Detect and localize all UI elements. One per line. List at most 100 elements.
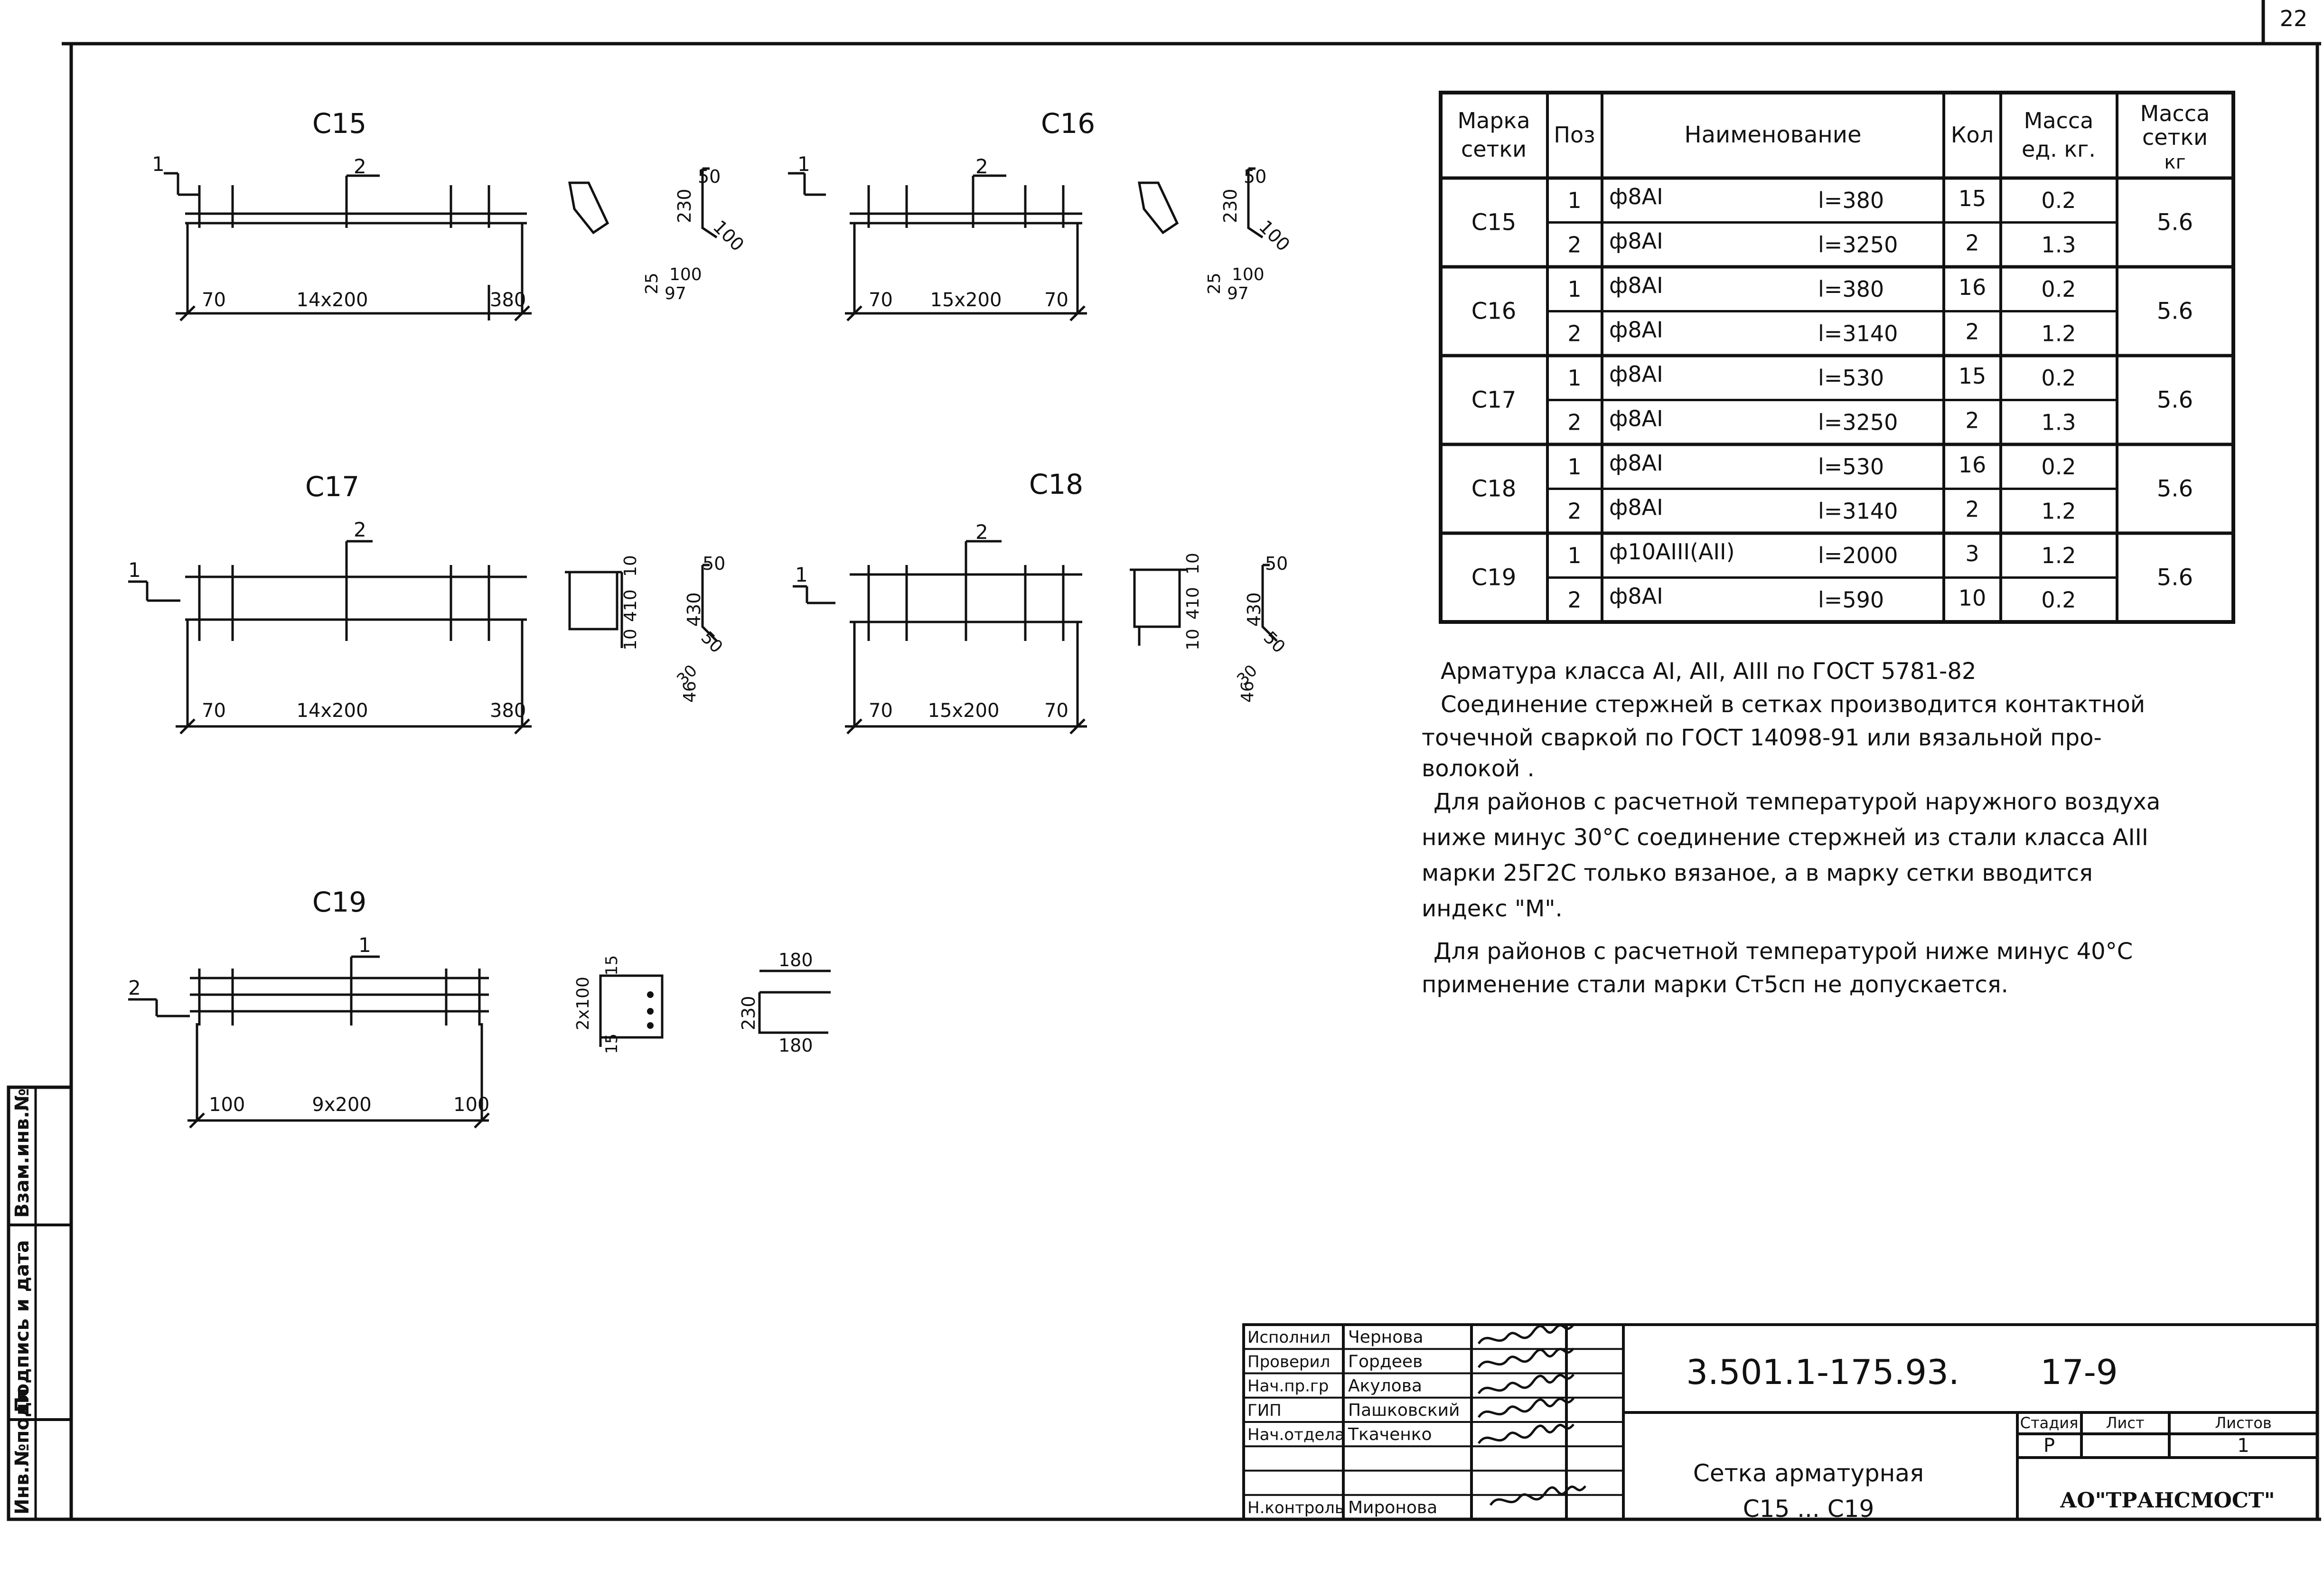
note-line: Для районов с расчетной температурой ниж… bbox=[1434, 938, 2133, 965]
table-cell-length: l=3140 bbox=[1818, 498, 1898, 524]
header-name: Наименование bbox=[1684, 122, 1861, 148]
doc-code: 3.501.1-175.93. bbox=[1686, 1352, 1959, 1392]
signoff-name: Гордеев bbox=[1348, 1352, 1423, 1371]
note-line: Для районов с расчетной температурой нар… bbox=[1434, 789, 2160, 815]
note-line: марки 25Г2С только вязаное, а в марку се… bbox=[1422, 860, 2093, 886]
signoff-role: Исполнил bbox=[1247, 1328, 1331, 1347]
note-line: ниже минус 30°С соединение стержней из с… bbox=[1422, 824, 2148, 851]
mesh-c19-pos1: 1 bbox=[358, 933, 371, 957]
note-line: применение стали марки Ст5сп не допускае… bbox=[1422, 971, 2008, 998]
header-qty: Кол bbox=[1951, 122, 1994, 148]
sheets-label: Листов bbox=[2215, 1414, 2272, 1432]
signoff-role: Нач.пр.гр bbox=[1247, 1377, 1329, 1396]
table-cell-mark: С15 bbox=[1471, 209, 1517, 236]
mesh-c16-title: С16 bbox=[1041, 107, 1095, 140]
table-cell-mesh-mass: 5.6 bbox=[2157, 387, 2193, 414]
signoff-name: Пашковский bbox=[1348, 1401, 1460, 1420]
mesh-c15: С15 1 2 70 14x200 380 50 230 100 25 100 … bbox=[152, 107, 748, 321]
mesh-c15-pos1: 1 bbox=[152, 152, 165, 176]
stamp-replace-label: Взам.инв.№ bbox=[11, 1088, 33, 1218]
mesh-c18-sec1-a: 10 bbox=[1183, 553, 1203, 574]
mesh-c15-sec2-a: 25 bbox=[642, 273, 662, 294]
table-cell-qty: 2 bbox=[1965, 319, 1979, 344]
table-cell-length: l=590 bbox=[1818, 587, 1884, 612]
mesh-c19-sec1-a: 2x100 bbox=[573, 977, 593, 1030]
spec-table: Марка сетки Поз Наименование Кол Масса е… bbox=[1439, 91, 2235, 624]
table-cell-mark: С18 bbox=[1471, 476, 1517, 502]
table-cell-name: ф8AI bbox=[1609, 361, 1663, 387]
table-cell-mesh-mass: 5.6 bbox=[2157, 209, 2193, 236]
table-cell-unit-mass: 1.3 bbox=[2041, 409, 2076, 435]
mesh-c18-title: С18 bbox=[1029, 468, 1083, 500]
table-cell-qty: 16 bbox=[1959, 452, 1987, 478]
mesh-c18-dim3: 70 bbox=[1044, 700, 1068, 722]
mesh-c18-pos1: 1 bbox=[795, 563, 808, 586]
table-cell-name: ф8AI bbox=[1609, 273, 1663, 298]
signoff-role: Нач.отдела bbox=[1247, 1425, 1345, 1444]
mesh-c17-sec2-d: 46 bbox=[680, 681, 700, 703]
table-cell-pos: 1 bbox=[1567, 543, 1581, 568]
table-cell-pos: 1 bbox=[1567, 276, 1581, 302]
signoff-name: Ткаченко bbox=[1348, 1425, 1432, 1444]
table-cell-name: ф8AI bbox=[1609, 450, 1663, 476]
mesh-c16-sec1-c: 100 bbox=[1255, 216, 1294, 255]
table-cell-unit-mass: 0.2 bbox=[2041, 188, 2076, 213]
table-cell-unit-mass: 1.2 bbox=[2041, 498, 2076, 524]
table-cell-length: l=3250 bbox=[1818, 232, 1898, 257]
header-unit-mass-2: ед. кг. bbox=[2022, 136, 2096, 162]
mesh-c17-pos2: 2 bbox=[354, 518, 366, 541]
mesh-c17-title: С17 bbox=[305, 471, 359, 503]
table-cell-name: ф8AI bbox=[1609, 317, 1663, 342]
mesh-c17-dim3: 380 bbox=[490, 700, 526, 722]
table-cell-unit-mass: 0.2 bbox=[2041, 587, 2076, 612]
mesh-c16-sec1-a: 50 bbox=[1244, 166, 1266, 187]
stamp-inv-label: Инв.№подл bbox=[11, 1388, 33, 1515]
mesh-c15-dim2: 14x200 bbox=[297, 289, 368, 311]
note-line: точечной сваркой по ГОСТ 14098-91 или вя… bbox=[1422, 725, 2102, 751]
mesh-c19-bar-dot bbox=[647, 1022, 654, 1029]
signature-scribble bbox=[1477, 1347, 1574, 1368]
mesh-c19-bar-dot bbox=[647, 991, 654, 998]
table-cell-unit-mass: 0.2 bbox=[2041, 276, 2076, 302]
mesh-c18-sec2-d: 46 bbox=[1238, 681, 1257, 703]
mesh-c17-dim1: 70 bbox=[202, 700, 226, 722]
mesh-c16-dim1: 70 bbox=[869, 289, 893, 311]
signature-scribble bbox=[1477, 1423, 1574, 1444]
table-cell-unit-mass: 1.2 bbox=[2041, 543, 2076, 568]
mesh-c18-sec1-b: 410 bbox=[1183, 587, 1203, 620]
mesh-c17-dim2: 14x200 bbox=[297, 700, 368, 722]
signature-scribble bbox=[1477, 1397, 1574, 1418]
mesh-c19-sec2-c: 180 bbox=[778, 1035, 813, 1056]
table-cell-length: l=530 bbox=[1818, 365, 1884, 391]
signature-scribble bbox=[1489, 1485, 1586, 1506]
mesh-c16-sec2-a: 25 bbox=[1205, 273, 1224, 294]
mesh-c18-sec2-a: 430 bbox=[1244, 592, 1265, 627]
mesh-c15-sec1-b: 230 bbox=[674, 188, 695, 223]
signature-scribble bbox=[1477, 1324, 1574, 1345]
table-cell-length: l=380 bbox=[1818, 188, 1884, 213]
note-line: Соединение стержней в сетках производитс… bbox=[1441, 691, 2145, 718]
table-cell-mark: С19 bbox=[1471, 565, 1517, 591]
header-mesh-mass-3: кг bbox=[2164, 151, 2185, 173]
organization: АО"ТРАНСМОСТ" bbox=[2060, 1488, 2275, 1513]
table-cell-pos: 1 bbox=[1567, 365, 1581, 391]
doc-title-2: С15 ... С19 bbox=[1743, 1495, 1874, 1523]
table-cell-mesh-mass: 5.6 bbox=[2157, 298, 2193, 325]
table-cell-name: ф8AI bbox=[1609, 228, 1663, 254]
table-cell-qty: 15 bbox=[1959, 363, 1987, 389]
mesh-c16-sec1-b: 230 bbox=[1220, 188, 1241, 223]
mesh-c19-sec2-b: 230 bbox=[738, 996, 759, 1030]
signoff-name: Чернова bbox=[1348, 1327, 1424, 1347]
side-stamp: Инв.№подл Подпись и дата Взам.инв.№ bbox=[7, 1085, 73, 1521]
notes: Арматура класса AI, AII, AIII по ГОСТ 57… bbox=[1422, 658, 2160, 998]
table-cell-pos: 2 bbox=[1567, 232, 1581, 257]
table-cell-pos: 2 bbox=[1567, 498, 1581, 524]
signoff-name: Акулова bbox=[1348, 1376, 1422, 1396]
mesh-c16-sec2-b: 100 bbox=[1232, 265, 1265, 284]
header-unit-mass-1: Масса bbox=[2024, 108, 2094, 133]
table-cell-unit-mass: 0.2 bbox=[2041, 454, 2076, 480]
table-cell-name: ф8AI bbox=[1609, 583, 1663, 609]
table-cell-qty: 2 bbox=[1965, 407, 1979, 433]
table-cell-name: ф8AI bbox=[1609, 494, 1663, 520]
